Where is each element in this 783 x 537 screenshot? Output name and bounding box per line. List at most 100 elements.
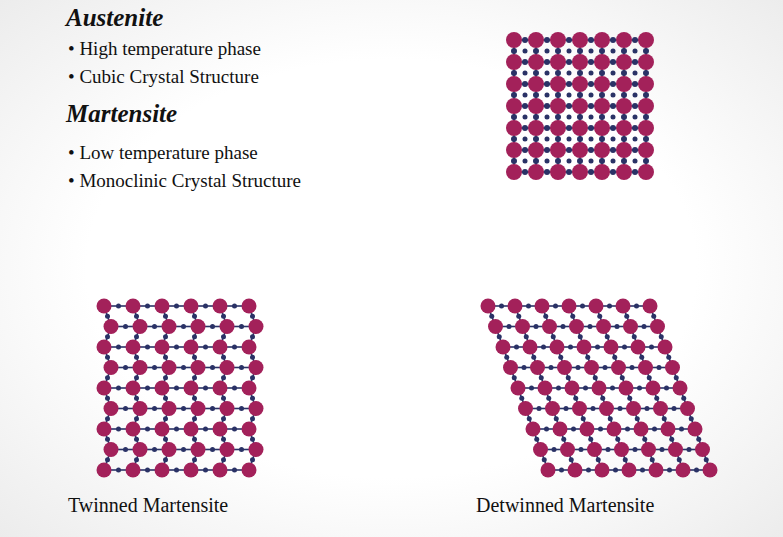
small-atom xyxy=(633,115,638,120)
small-atom xyxy=(514,345,519,350)
small-atom xyxy=(534,437,539,442)
small-atom xyxy=(250,416,255,421)
small-atom xyxy=(541,345,546,350)
small-atom xyxy=(573,396,578,401)
small-atom xyxy=(621,70,627,76)
small-atom xyxy=(558,355,563,360)
small-atom xyxy=(145,386,150,391)
large-atom xyxy=(506,164,522,180)
small-atom xyxy=(545,71,550,76)
small-atom xyxy=(599,48,605,54)
small-atom xyxy=(643,70,649,76)
large-atom xyxy=(126,422,141,437)
small-atom xyxy=(145,304,150,309)
small-atom xyxy=(586,468,591,473)
small-atom xyxy=(134,457,139,462)
bullet-point: • Monoclinic Crystal Structure xyxy=(68,170,301,192)
small-atom xyxy=(621,158,627,164)
small-atom xyxy=(221,314,226,319)
large-atom xyxy=(126,299,141,314)
small-atom xyxy=(669,437,674,442)
small-atom xyxy=(192,334,197,339)
small-atom xyxy=(239,447,244,452)
detwinned-martensite-lattice xyxy=(481,299,718,478)
large-atom xyxy=(550,76,566,92)
large-atom xyxy=(550,120,566,136)
small-atom xyxy=(232,427,237,432)
small-atom xyxy=(250,314,255,319)
small-atom xyxy=(544,81,550,87)
small-atom xyxy=(544,103,550,109)
bullet-point: • Cubic Crystal Structure xyxy=(68,66,259,88)
large-atom xyxy=(488,319,503,334)
large-atom xyxy=(592,381,607,396)
small-atom xyxy=(533,70,539,76)
large-atom xyxy=(126,381,141,396)
small-atom xyxy=(507,324,512,329)
large-atom xyxy=(213,422,228,437)
small-atom xyxy=(567,93,572,98)
small-atom xyxy=(610,386,615,391)
small-atom xyxy=(622,345,627,350)
small-atom xyxy=(239,365,244,370)
small-atom xyxy=(577,114,583,120)
large-atom xyxy=(668,442,683,457)
small-atom xyxy=(105,334,110,339)
small-atom xyxy=(588,324,593,329)
large-atom xyxy=(638,142,654,158)
small-atom xyxy=(544,169,550,175)
large-atom xyxy=(587,442,602,457)
small-atom xyxy=(511,136,517,142)
small-atom xyxy=(633,137,638,142)
small-atom xyxy=(232,345,237,350)
small-atom xyxy=(650,457,655,462)
small-atom xyxy=(123,365,128,370)
small-atom xyxy=(589,115,594,120)
small-atom xyxy=(632,169,638,175)
small-atom xyxy=(580,304,585,309)
large-atom xyxy=(213,340,228,355)
small-atom xyxy=(643,114,649,120)
small-atom xyxy=(163,334,168,339)
large-atom xyxy=(649,463,664,478)
small-atom xyxy=(511,48,517,54)
small-atom xyxy=(635,416,640,421)
large-atom xyxy=(528,120,544,136)
large-atom xyxy=(220,319,235,334)
small-atom xyxy=(250,334,255,339)
small-atom xyxy=(632,103,638,109)
large-atom xyxy=(126,340,141,355)
small-atom xyxy=(522,147,528,153)
small-atom xyxy=(239,406,244,411)
large-atom xyxy=(506,120,522,136)
small-atom xyxy=(696,437,701,442)
small-atom xyxy=(659,334,664,339)
small-atom xyxy=(210,406,215,411)
small-atom xyxy=(232,304,237,309)
large-atom xyxy=(97,340,112,355)
small-atom xyxy=(533,92,539,98)
small-atom xyxy=(555,158,561,164)
small-atom xyxy=(123,406,128,411)
small-atom xyxy=(511,158,517,164)
small-atom xyxy=(134,334,139,339)
large-atom xyxy=(638,98,654,114)
large-atom xyxy=(641,442,656,457)
large-atom xyxy=(661,422,676,437)
large-atom xyxy=(515,319,530,334)
large-atom xyxy=(184,422,199,437)
large-atom xyxy=(631,340,646,355)
large-atom xyxy=(550,340,565,355)
small-atom xyxy=(511,92,517,98)
small-atom xyxy=(163,355,168,360)
small-atom xyxy=(632,147,638,153)
small-atom xyxy=(511,70,517,76)
small-atom xyxy=(522,365,527,370)
small-atom xyxy=(556,386,561,391)
small-atom xyxy=(561,324,566,329)
small-atom xyxy=(123,447,128,452)
small-atom xyxy=(633,447,638,452)
small-atom xyxy=(618,406,623,411)
small-atom xyxy=(145,468,150,473)
small-atom xyxy=(589,93,594,98)
